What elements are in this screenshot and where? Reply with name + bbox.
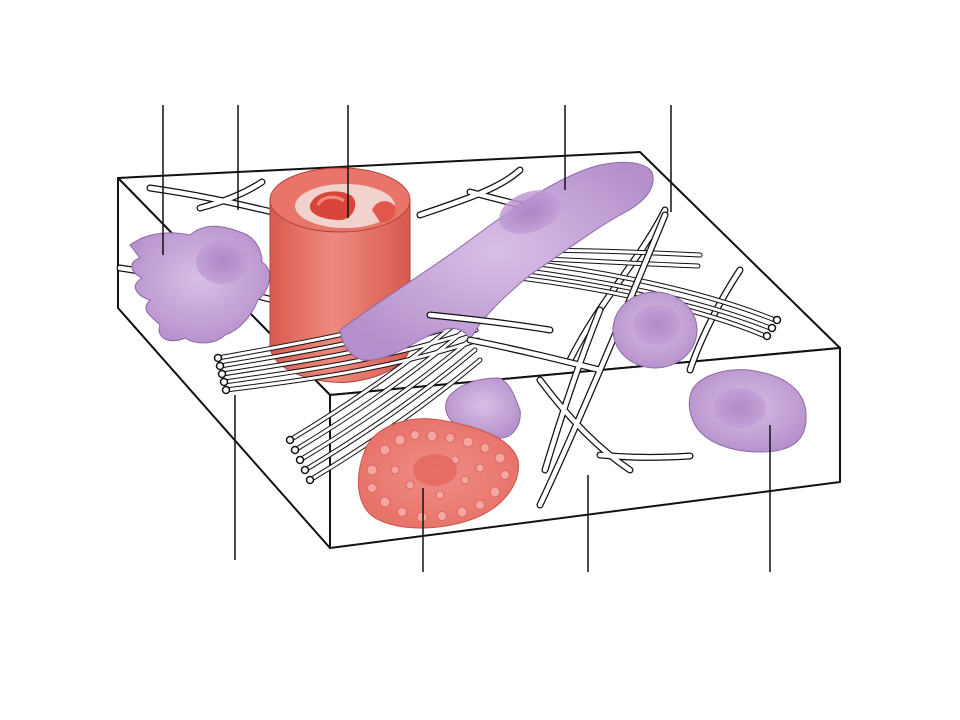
label-lines: [162, 105, 771, 572]
fibroblast-nucleus: [499, 190, 561, 234]
macrophage-nucleus: [196, 240, 248, 284]
plasma-cell: [612, 291, 698, 369]
macrophage-cell: [129, 225, 271, 344]
red-blood-cell: [309, 191, 356, 220]
mast-cell: [357, 418, 519, 529]
fibers-front: [426, 211, 694, 509]
white-blood-cell: [688, 369, 807, 453]
fibroblast-cell: [339, 161, 654, 361]
mast-cell-granules: [366, 430, 510, 523]
